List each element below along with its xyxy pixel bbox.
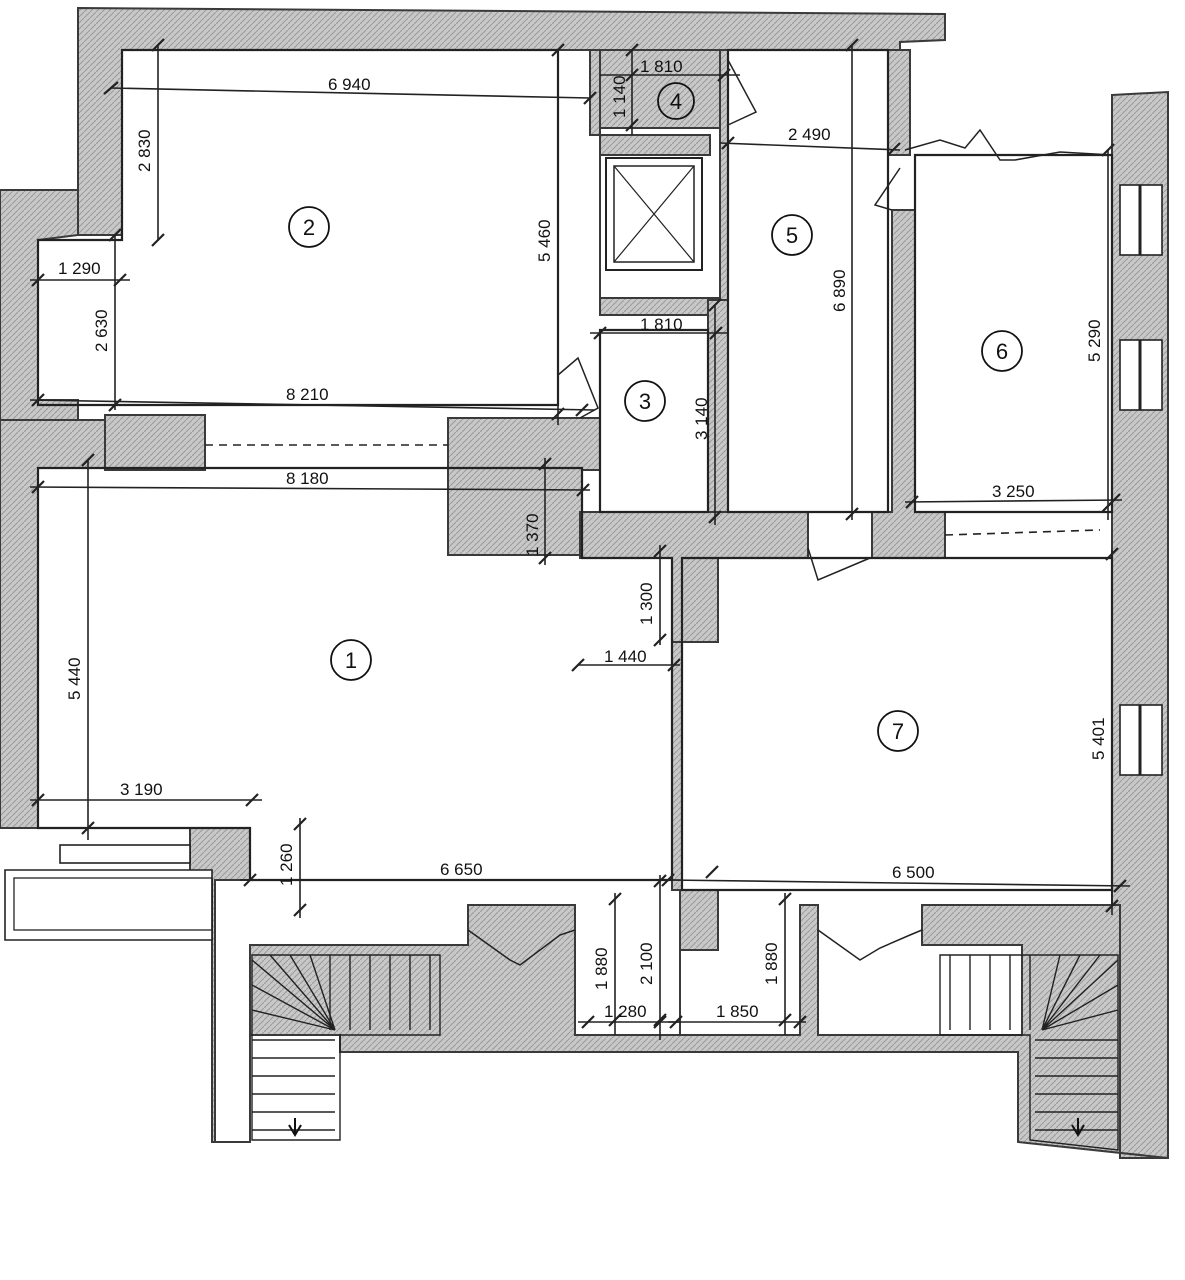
exterior-walls (0, 6, 1169, 1159)
stair-arrow-icon (288, 1118, 302, 1137)
room-6-outline (913, 153, 1114, 514)
svg-text:7: 7 (892, 719, 904, 744)
stairs-left (251, 954, 441, 1141)
dim-5460: 5 460 (535, 219, 554, 262)
doors (205, 59, 1113, 966)
partition-stub-left (104, 414, 206, 471)
north-wall (77, 6, 946, 236)
room-6-label: 6 (981, 330, 1023, 372)
dim-6650: 6 650 (440, 860, 483, 879)
room-5-outline (726, 48, 890, 514)
dim-8180: 8 180 (286, 469, 329, 488)
partition-center (579, 511, 809, 643)
door-room-6 (873, 167, 901, 211)
dim-1880-left: 1 880 (592, 947, 611, 990)
dim-5290: 5 290 (1085, 319, 1104, 362)
room-3-label: 3 (624, 380, 666, 422)
svg-text:3: 3 (639, 389, 651, 414)
east-windows (59, 184, 1163, 864)
dim-1140: 1 140 (610, 75, 629, 118)
interior-walls (558, 49, 946, 891)
dim-3140: 3 140 (692, 397, 711, 440)
door-stair-right (817, 929, 923, 961)
svg-text:1: 1 (345, 648, 357, 673)
balcony-left (4, 869, 213, 941)
dim-1440: 1 440 (604, 647, 647, 666)
dim-1810-mid: 1 810 (640, 315, 683, 334)
dim-1850: 1 850 (716, 1002, 759, 1021)
elevator-shaft-inner (613, 165, 695, 263)
dim-2490: 2 490 (788, 125, 831, 144)
dim-2830: 2 830 (135, 129, 154, 172)
dim-3190: 3 190 (120, 780, 163, 799)
dim-5440: 5 440 (65, 657, 84, 700)
shaft-wall (719, 49, 729, 301)
dim-2630: 2 630 (92, 309, 111, 352)
door-room-5 (807, 547, 871, 582)
core-wall-left (558, 49, 721, 316)
dim-1370: 1 370 (523, 513, 542, 556)
dimension-lines (29, 38, 1131, 1040)
dim-1810-top: 1 810 (640, 57, 683, 76)
dim-1260: 1 260 (277, 843, 296, 886)
dim-6890: 6 890 (830, 269, 849, 312)
dim-1300: 1 300 (637, 582, 656, 625)
door-stair-left (467, 929, 576, 966)
room-labels: 2 4 5 3 6 1 7 (288, 82, 1023, 752)
dimension-labels: 6 940 2 830 5 460 1 290 2 630 8 210 1 81… (58, 57, 1108, 1021)
west-wall (0, 419, 111, 829)
svg-text:4: 4 (670, 89, 682, 114)
svg-text:2: 2 (303, 215, 315, 240)
svg-text:6: 6 (996, 339, 1008, 364)
opening-6-7 (944, 529, 1101, 536)
entrance-door (904, 128, 1113, 161)
door-room-4 (727, 59, 758, 126)
window-south-1 (59, 844, 191, 864)
south-wall (189, 827, 1169, 1159)
dim-1880-right: 1 880 (762, 942, 781, 985)
door-room-3 (557, 356, 599, 419)
dim-5401: 5 401 (1089, 717, 1108, 760)
dim-6500: 6 500 (892, 863, 935, 882)
room-3-outline (598, 328, 710, 514)
room-5-label: 5 (771, 214, 813, 256)
svg-text:5: 5 (786, 223, 798, 248)
dim-2100: 2 100 (637, 942, 656, 985)
dim-8210: 8 210 (286, 385, 329, 404)
stair-arrow-icon (1071, 1118, 1085, 1137)
balcony-left-inner (13, 877, 213, 931)
room-7-label: 7 (877, 710, 919, 752)
room-1-label: 1 (330, 639, 372, 681)
wall-1-7 (671, 641, 683, 891)
elevator-cross-icon (613, 165, 695, 263)
stairs-right (939, 954, 1119, 1151)
dim-1290: 1 290 (58, 259, 101, 278)
elevator-shaft (605, 157, 703, 271)
dim-1280: 1 280 (604, 1002, 647, 1021)
room-4-label: 4 (657, 82, 695, 120)
dim-6940: 6 940 (328, 75, 371, 94)
wall-5-6-top (887, 49, 911, 156)
dim-3250: 3 250 (992, 482, 1035, 501)
room-2-label: 2 (288, 206, 330, 248)
